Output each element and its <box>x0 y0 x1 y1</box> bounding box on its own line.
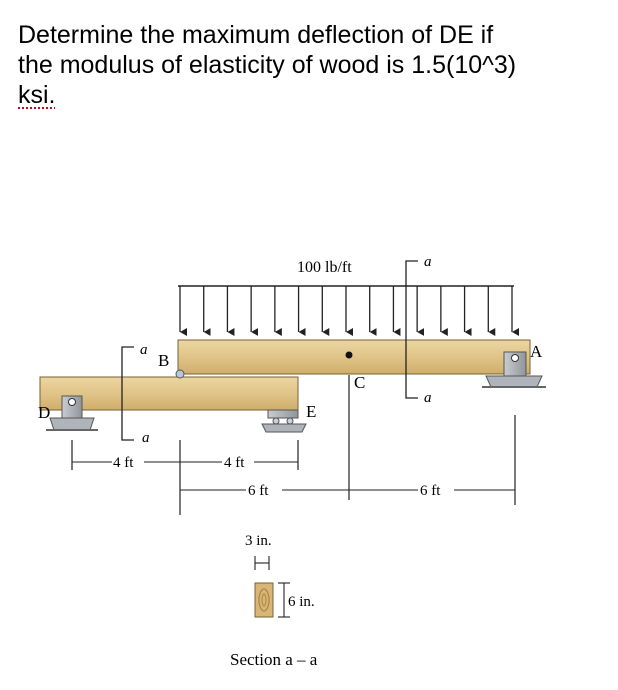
load-label: 100 lb/ft <box>297 259 352 276</box>
label-d: D <box>38 403 50 422</box>
section-mark-left-top: a <box>140 342 148 358</box>
label-c: C <box>354 373 365 392</box>
dim-4ft-right: 4 ft <box>224 455 245 471</box>
section-mark-right-bottom: a <box>424 390 432 406</box>
lower-beam <box>39 376 299 411</box>
label-e: E <box>306 402 316 421</box>
roller-support-e <box>261 409 307 433</box>
dim-4ft-left: 4 ft <box>113 455 134 471</box>
label-a: A <box>530 342 543 361</box>
cross-section-rect <box>254 582 274 618</box>
section-title: Section a – a <box>230 650 318 669</box>
roller-b <box>175 369 185 379</box>
section-cut-left <box>121 346 134 441</box>
section-width-label: 3 in. <box>245 533 272 549</box>
section-mark-right-top: a <box>424 254 432 270</box>
problem-statement: Determine the maximum deflection of DE i… <box>18 20 608 110</box>
cross-section <box>254 556 290 618</box>
load-arrows <box>179 286 519 336</box>
point-c-dot <box>345 351 353 359</box>
problem-line-1: Determine the maximum deflection of DE i… <box>18 21 494 49</box>
problem-line-2: the modulus of elasticity of wood is 1.5… <box>18 51 517 79</box>
pin-support-a <box>482 351 546 388</box>
section-mark-left-bottom: a <box>142 430 150 446</box>
section-height-label: 6 in. <box>288 594 315 610</box>
label-b: B <box>158 351 169 370</box>
distributed-load <box>178 285 519 336</box>
problem-line-3: ksi. <box>18 81 56 109</box>
pin-support-d <box>46 395 98 431</box>
upper-beam <box>177 339 531 375</box>
dim-6ft-left: 6 ft <box>248 483 269 499</box>
dim-6ft-right: 6 ft <box>420 483 441 499</box>
section-cut-right <box>405 260 418 399</box>
